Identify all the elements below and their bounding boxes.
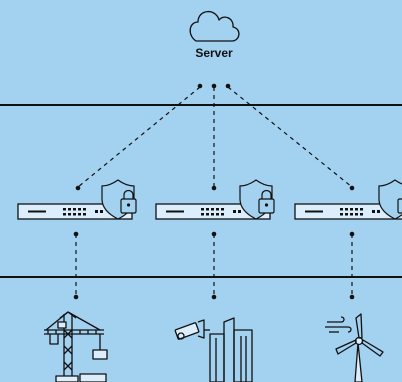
network-switch-icon — [294, 203, 402, 220]
security-camera-building-icon — [174, 317, 253, 382]
server-gateway-links — [77, 86, 353, 188]
wind-turbine-icon — [325, 313, 384, 382]
shield-lock-icon — [378, 179, 402, 220]
gateway-endpoint-links — [75, 234, 353, 296]
construction-crane-icon — [44, 311, 108, 382]
server-label: Server — [195, 46, 233, 60]
shield-lock-icon — [239, 179, 275, 220]
shield-lock-icon — [101, 179, 137, 220]
endpoint-link-dots — [73, 231, 355, 300]
cloud-icon — [189, 10, 240, 42]
link-gateway-1 — [77, 86, 201, 188]
server-link-dots — [75, 83, 355, 191]
link-gateway-3 — [227, 86, 353, 188]
